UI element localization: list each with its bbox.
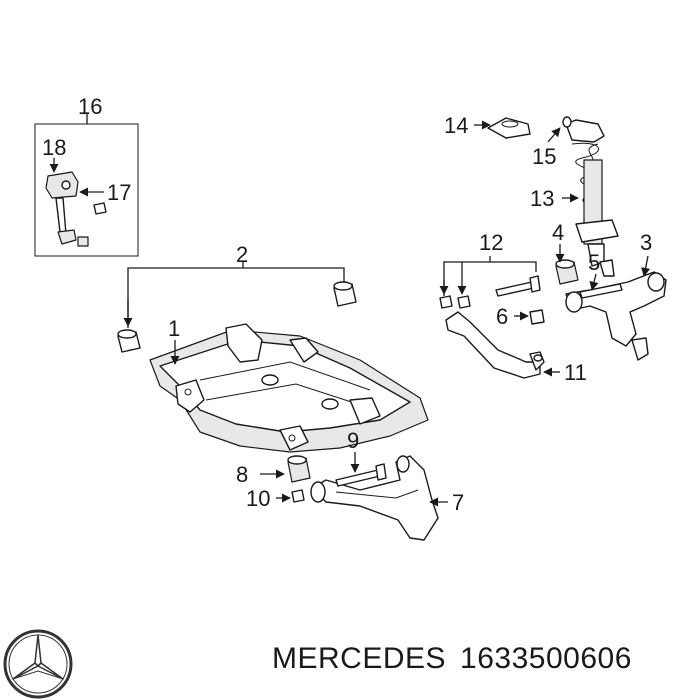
brand-part-number-line: MERCEDES 1633500606 — [272, 642, 646, 676]
strut-washers — [439, 295, 471, 309]
stabilizer-link-inset — [34, 114, 139, 257]
subframe-bushing-right — [333, 281, 357, 307]
callout-7: 7 — [452, 490, 464, 515]
subframe-bushing-left — [117, 329, 141, 353]
lower-arm-nut — [291, 489, 305, 503]
callout-2: 2 — [236, 242, 248, 267]
callout-12: 12 — [479, 230, 503, 255]
callout-18: 18 — [42, 135, 66, 160]
strut-nut — [529, 309, 545, 325]
lower-control-arm — [310, 455, 439, 541]
coil-spring-strut — [562, 116, 619, 277]
callout-9: 9 — [347, 428, 359, 453]
lower-arm-bushing — [287, 455, 311, 483]
upper-mount — [487, 117, 531, 139]
callout-13: 13 — [530, 186, 554, 211]
callout-16: 16 — [78, 94, 102, 119]
mercedes-star-logo-icon — [3, 629, 73, 699]
callout-3: 3 — [640, 230, 652, 255]
callout-14: 14 — [444, 113, 468, 138]
part-number: 1633500606 — [460, 642, 632, 675]
callout-10: 10 — [246, 486, 270, 511]
callout-6: 6 — [496, 304, 508, 329]
brand-name: MERCEDES — [272, 642, 447, 675]
upper-arm-bolt — [579, 283, 623, 299]
callout-1: 1 — [168, 316, 180, 341]
tension-strut — [445, 311, 545, 379]
lower-arm-bolt — [335, 463, 387, 487]
front-subframe — [149, 323, 429, 453]
callout-5: 5 — [588, 250, 600, 275]
strut-bolt — [495, 275, 541, 297]
callout-8: 8 — [236, 462, 248, 487]
callout-4: 4 — [552, 220, 564, 245]
callout-11: 11 — [564, 360, 587, 385]
upper-arm-bushing — [555, 259, 579, 285]
callout-15: 15 — [532, 144, 556, 169]
callout-17: 17 — [107, 180, 131, 205]
